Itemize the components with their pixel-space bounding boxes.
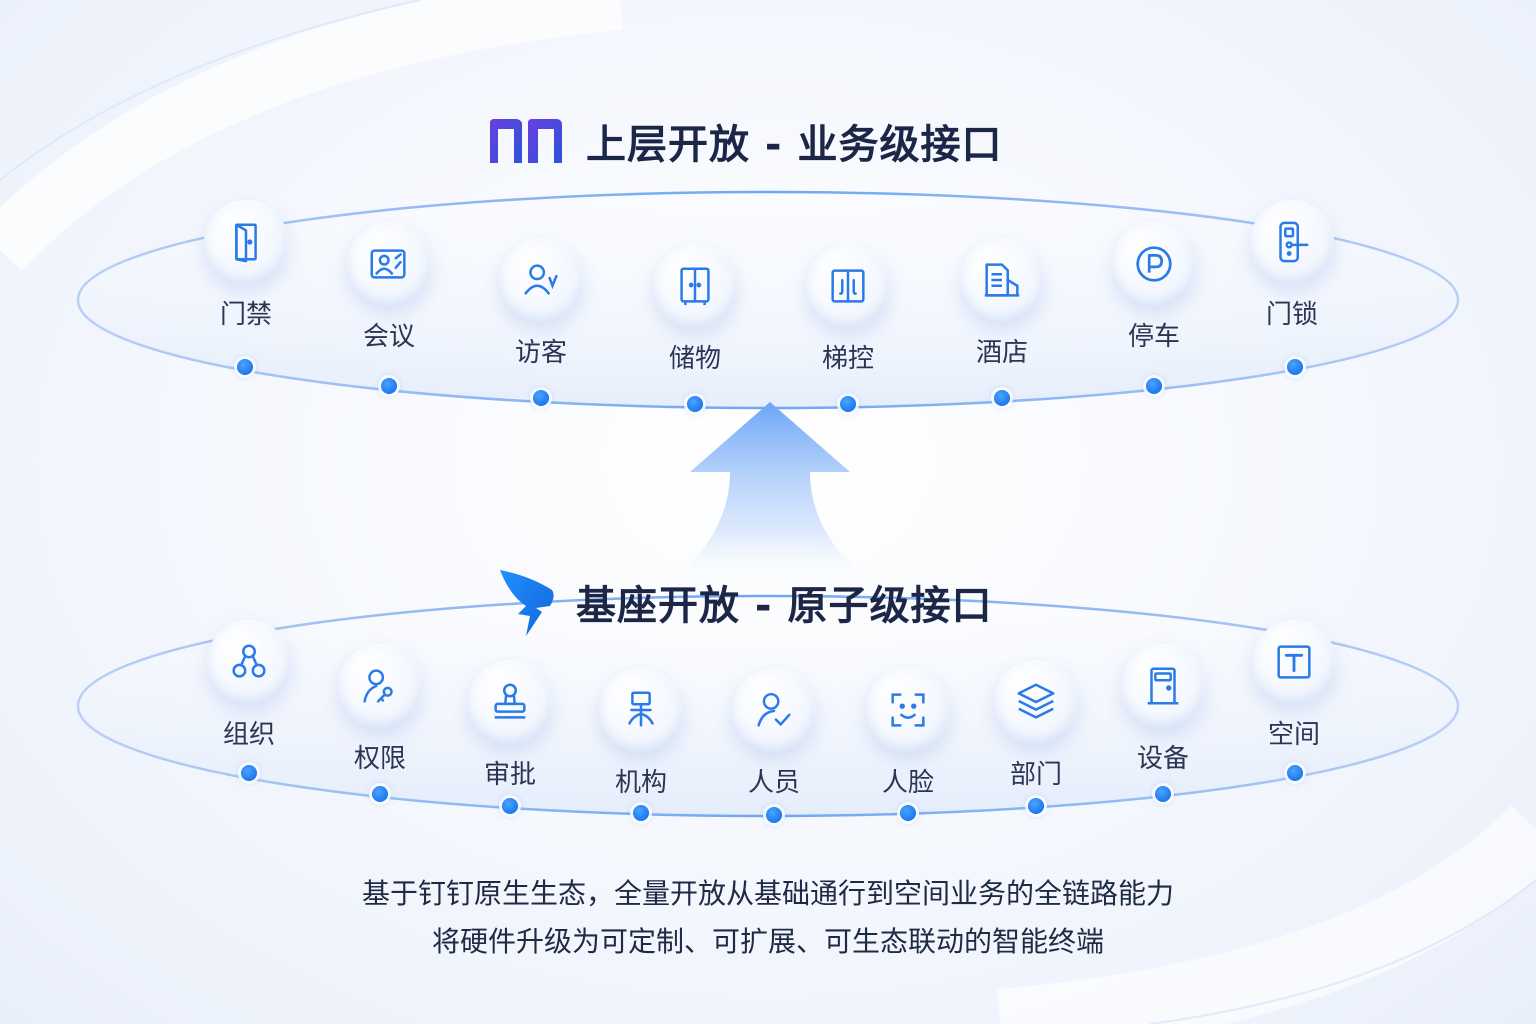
description: 基于钉钉原生生态，全量开放从基础通行到空间业务的全链路能力 将硬件升级为可定制、… xyxy=(0,870,1536,966)
lower-node-organization[interactable]: 组织 xyxy=(189,620,309,751)
upper-node-hotel[interactable]: 酒店 xyxy=(942,238,1062,369)
parking-icon xyxy=(1136,246,1172,282)
layers-icon xyxy=(1017,683,1055,719)
node-label: 审批 xyxy=(483,760,536,790)
node-label: 权限 xyxy=(353,744,406,774)
lower-dot xyxy=(241,765,257,781)
door-icon xyxy=(235,223,257,263)
icon-bubble xyxy=(347,222,431,306)
node-label: 门锁 xyxy=(1265,300,1318,330)
node-label: 设备 xyxy=(1136,744,1189,774)
node-label: 部门 xyxy=(1009,760,1062,790)
node-label: 会议 xyxy=(362,322,415,352)
door-lock-icon xyxy=(1279,221,1309,263)
lower-dot xyxy=(1155,786,1171,802)
node-label: 梯控 xyxy=(821,344,874,374)
lower-node-space[interactable]: 空间 xyxy=(1234,620,1354,751)
icon-bubble xyxy=(499,238,583,322)
node-label: 停车 xyxy=(1127,322,1180,352)
stamp-icon xyxy=(494,683,526,719)
upper-title-text: 上层开放 - 业务级接口 xyxy=(586,122,1003,168)
upper-node-elevator[interactable]: 梯控 xyxy=(788,244,908,375)
dingtalk-logo-icon xyxy=(500,570,554,636)
icon-bubble xyxy=(1121,644,1205,728)
icon-bubble xyxy=(207,620,291,704)
hotel-icon xyxy=(984,263,1020,297)
elevator-icon xyxy=(831,269,865,303)
structure-icon xyxy=(628,691,654,727)
upper-node-meeting[interactable]: 会议 xyxy=(329,222,449,353)
upper-node-access[interactable]: 门禁 xyxy=(186,200,306,331)
node-label: 门禁 xyxy=(219,300,272,330)
lower-section-title: 基座开放 - 原子级接口 xyxy=(496,566,992,638)
icon-bubble xyxy=(960,238,1044,322)
upper-section-title: 上层开放 - 业务级接口 xyxy=(486,112,1002,170)
lower-node-permission[interactable]: 权限 xyxy=(320,644,440,775)
lower-node-device[interactable]: 设备 xyxy=(1103,644,1223,775)
icon-bubble xyxy=(599,668,683,752)
device-icon xyxy=(1147,667,1179,705)
icon-bubble xyxy=(653,244,737,328)
organization-icon xyxy=(232,644,266,678)
icon-bubble xyxy=(866,668,950,752)
icon-bubble xyxy=(732,668,816,752)
upper-dot xyxy=(237,359,253,375)
upper-dot xyxy=(687,396,703,412)
node-label: 储物 xyxy=(668,344,721,374)
icon-bubble xyxy=(1252,620,1336,704)
lower-dot xyxy=(633,805,649,821)
lower-dot xyxy=(900,805,916,821)
brand-m-logo-icon xyxy=(490,119,562,163)
icon-bubble xyxy=(806,244,890,328)
lower-dot xyxy=(372,786,388,802)
node-label: 人员 xyxy=(747,768,800,798)
permission-key-icon xyxy=(363,669,393,703)
upper-node-storage[interactable]: 储物 xyxy=(635,244,755,375)
icon-bubble xyxy=(338,644,422,728)
node-label: 酒店 xyxy=(975,338,1028,368)
lower-node-personnel[interactable]: 人员 xyxy=(714,668,834,799)
node-label: 访客 xyxy=(514,338,567,368)
person-check-icon xyxy=(757,692,791,727)
icon-bubble xyxy=(994,660,1078,744)
node-label: 组织 xyxy=(222,720,275,750)
upward-arrow-icon xyxy=(665,402,875,586)
upper-dot xyxy=(381,378,397,394)
lower-node-face[interactable]: 人脸 xyxy=(848,668,968,799)
icon-bubble xyxy=(1112,222,1196,306)
space-icon xyxy=(1277,645,1311,679)
node-label: 空间 xyxy=(1267,720,1320,750)
lower-dot xyxy=(1287,765,1303,781)
lower-node-institution[interactable]: 机构 xyxy=(581,668,701,799)
node-label: 机构 xyxy=(614,768,667,798)
upper-dot xyxy=(994,390,1010,406)
upper-node-parking[interactable]: 停车 xyxy=(1094,222,1214,353)
description-line-2: 将硬件升级为可定制、可扩展、可生态联动的智能终端 xyxy=(431,925,1104,958)
meeting-icon xyxy=(370,249,406,279)
upper-node-visitor[interactable]: 访客 xyxy=(481,238,601,369)
lower-dot xyxy=(1028,798,1044,814)
lower-node-approval[interactable]: 审批 xyxy=(450,660,570,791)
icon-bubble xyxy=(468,660,552,744)
visitor-icon xyxy=(524,264,558,295)
upper-dot xyxy=(1146,378,1162,394)
description-line-1: 基于钉钉原生生态，全量开放从基础通行到空间业务的全链路能力 xyxy=(361,877,1174,910)
upper-dot xyxy=(840,396,856,412)
lower-node-department[interactable]: 部门 xyxy=(976,660,1096,791)
lower-dot xyxy=(502,798,518,814)
locker-icon xyxy=(680,267,710,306)
upper-node-doorlock[interactable]: 门锁 xyxy=(1232,200,1352,331)
upper-dot xyxy=(533,390,549,406)
icon-bubble xyxy=(204,200,288,284)
lower-dot xyxy=(766,807,782,823)
lower-title-text: 基座开放 - 原子级接口 xyxy=(576,583,993,629)
face-scan-icon xyxy=(891,693,925,727)
icon-bubble xyxy=(1250,200,1334,284)
upper-dot xyxy=(1287,359,1303,375)
node-label: 人脸 xyxy=(881,768,934,798)
